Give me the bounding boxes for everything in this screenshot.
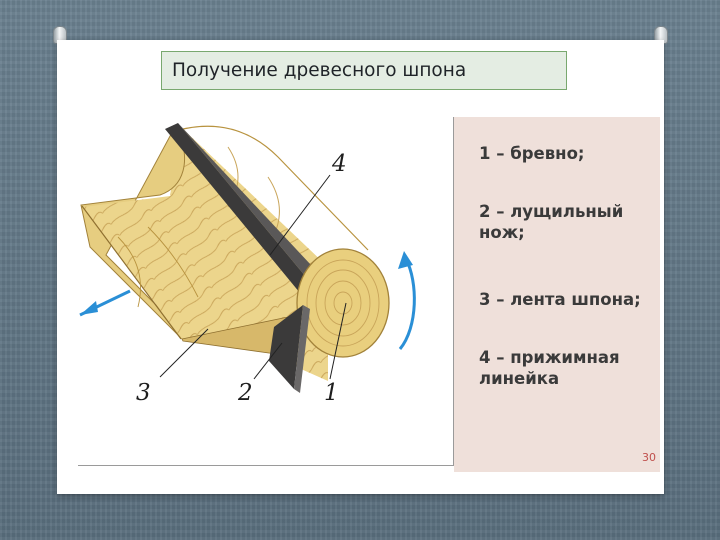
title-box: Получение древесного шпона (161, 51, 567, 90)
callout-1: 1 (324, 380, 339, 406)
rotation-arrow (400, 259, 414, 349)
slide: Получение древесного шпона (57, 40, 664, 494)
veneer-figure: 4 3 2 1 (78, 117, 454, 466)
legend-item-pressure-bar: 4 – прижимная линейка (479, 347, 659, 389)
legend-panel: 1 – бревно; 2 – лущильный нож; 3 – лента… (454, 117, 660, 472)
callout-3: 3 (136, 380, 151, 406)
slide-title: Получение древесного шпона (172, 60, 466, 81)
callout-2: 2 (237, 380, 253, 406)
legend-item-veneer-ribbon: 3 – лента шпона; (479, 289, 659, 310)
legend-item-log: 1 – бревно; (479, 143, 659, 164)
callout-4: 4 (331, 151, 347, 177)
log-end-face (297, 249, 389, 357)
page-number: 30 (642, 451, 656, 464)
feed-arrowhead-icon (80, 301, 98, 315)
legend-item-knife: 2 – лущильный нож; (479, 201, 659, 243)
veneer-illustration: 4 3 2 1 (78, 117, 454, 466)
